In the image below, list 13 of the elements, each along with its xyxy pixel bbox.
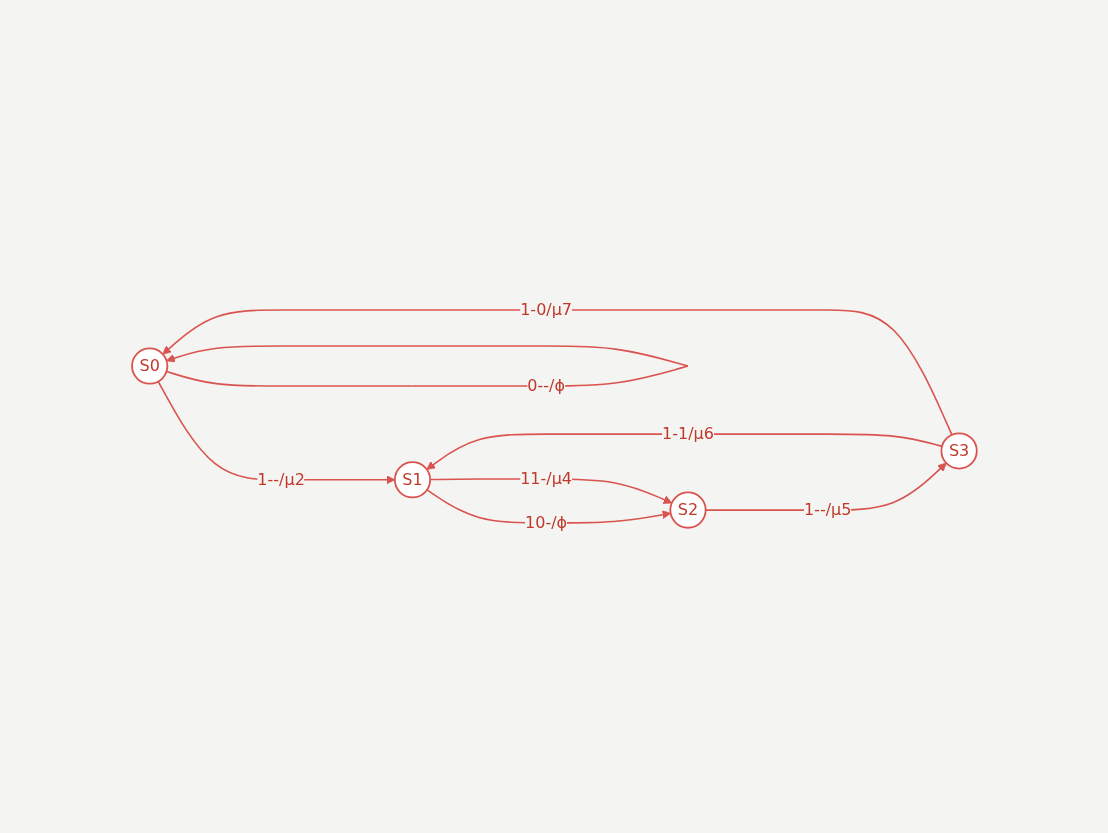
edge-label: 0--/ϕ bbox=[526, 376, 565, 396]
arrow bbox=[426, 433, 943, 470]
node-circle: S3 bbox=[940, 432, 978, 470]
edge-label: 11-/μ4 bbox=[519, 468, 572, 488]
node-circle: S0 bbox=[130, 347, 168, 385]
edge-label: 1--/μ2 bbox=[256, 469, 305, 489]
edge-label: 10-/ϕ bbox=[524, 512, 567, 532]
node-circle: S1 bbox=[393, 461, 431, 499]
arrow bbox=[162, 309, 953, 436]
edge-label: 1-0/μ7 bbox=[519, 300, 572, 320]
node-circle: S2 bbox=[669, 491, 707, 529]
edge-label: 1-1/μ6 bbox=[661, 424, 714, 444]
edge-label: 1--/μ5 bbox=[803, 500, 852, 520]
